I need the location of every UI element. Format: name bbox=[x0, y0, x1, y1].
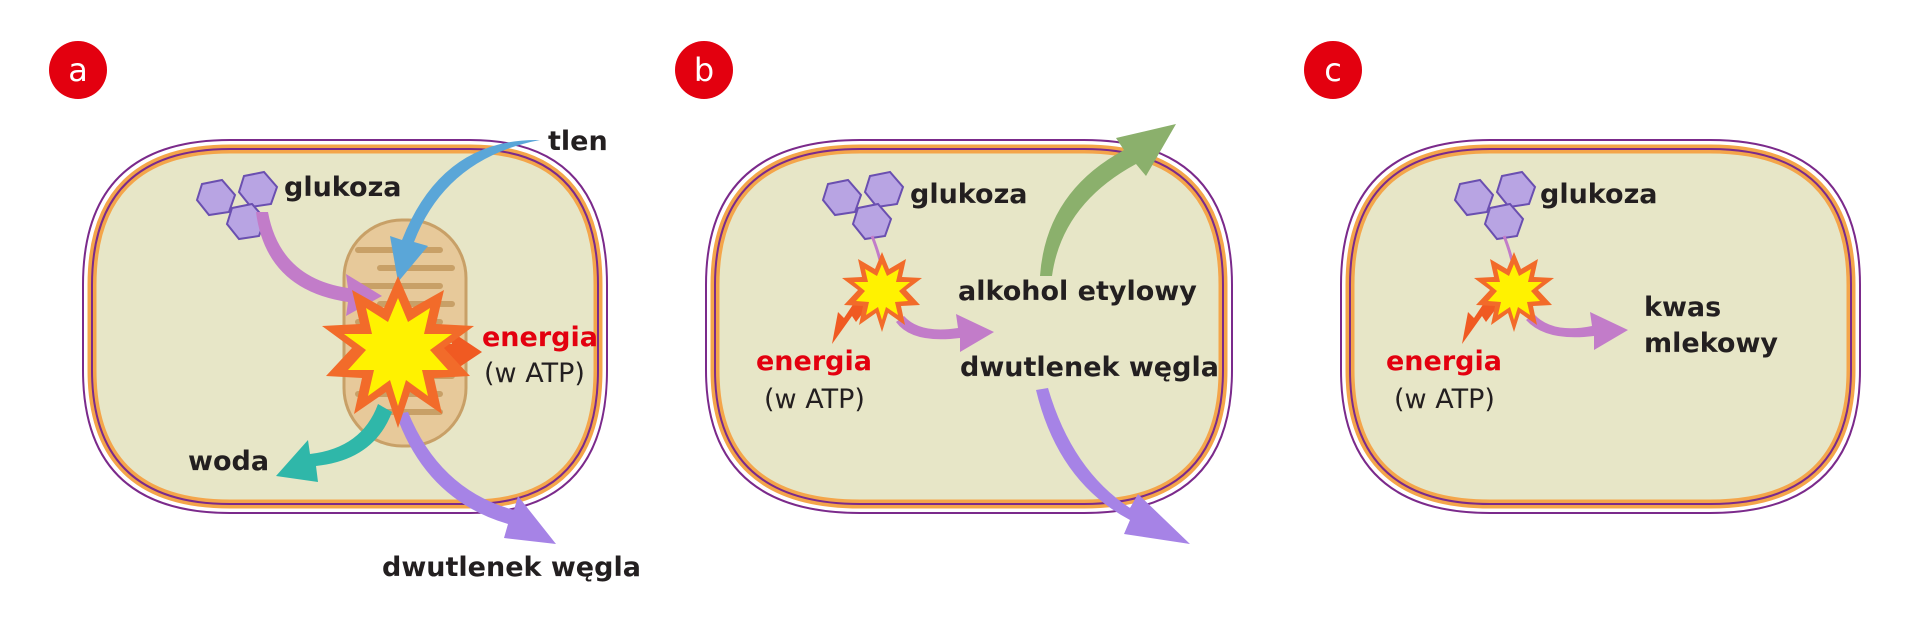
energy-arrow-a bbox=[428, 332, 482, 372]
energy-burst-c bbox=[1474, 252, 1554, 332]
energy-note-c: (w ATP) bbox=[1394, 384, 1495, 415]
glucose-label-c: glukoza bbox=[1540, 179, 1658, 210]
badge-c-letter: c bbox=[1324, 51, 1342, 89]
badge-a-letter: a bbox=[68, 51, 88, 89]
badge-a bbox=[49, 41, 107, 99]
lactic-label-line2: mlekowy bbox=[1644, 328, 1778, 359]
energy-label-c: energia bbox=[1386, 346, 1502, 377]
oxygen-arrow bbox=[390, 139, 540, 282]
co2-label-b: dwutlenek węgla bbox=[960, 352, 1219, 383]
lactic-label-line1: kwas bbox=[1644, 292, 1721, 323]
product-arrow-c bbox=[1526, 312, 1628, 350]
water-label: woda bbox=[188, 446, 269, 477]
panel-c: c glukoza kwas mlekowy energia (w ATP) bbox=[1304, 41, 1861, 514]
water-arrow bbox=[276, 404, 392, 482]
energy-arrow-c bbox=[1462, 300, 1498, 344]
energy-arrow-b bbox=[832, 300, 868, 344]
panel-b: b glukoza alkohol etylowy energia (w ATP… bbox=[675, 41, 1233, 544]
energy-label-a: energia bbox=[482, 322, 598, 353]
glucose-arrow-a bbox=[256, 212, 382, 316]
co2-label-a: dwutlenek węgla bbox=[382, 552, 641, 583]
glucose-label-b: glukoza bbox=[910, 179, 1028, 210]
co2-arrow-a bbox=[396, 412, 556, 544]
energy-note-a: (w ATP) bbox=[484, 358, 585, 389]
badge-c bbox=[1304, 41, 1362, 99]
energy-label-b: energia bbox=[756, 346, 872, 377]
energy-note-b: (w ATP) bbox=[764, 384, 865, 415]
ethanol-label: alkohol etylowy bbox=[958, 276, 1197, 307]
badge-b bbox=[675, 41, 733, 99]
energy-burst-a bbox=[322, 276, 474, 428]
glucose-label-a: glukoza bbox=[284, 172, 402, 203]
product-arrow-b bbox=[896, 314, 994, 352]
ethanol-arrow bbox=[1040, 124, 1176, 276]
panel-a: a glukoza tlen woda dwutlenek węgla bbox=[49, 41, 641, 583]
oxygen-label: tlen bbox=[548, 126, 608, 157]
energy-burst-b bbox=[842, 252, 922, 332]
co2-arrow-b bbox=[1036, 388, 1190, 544]
badge-b-letter: b bbox=[694, 51, 714, 89]
